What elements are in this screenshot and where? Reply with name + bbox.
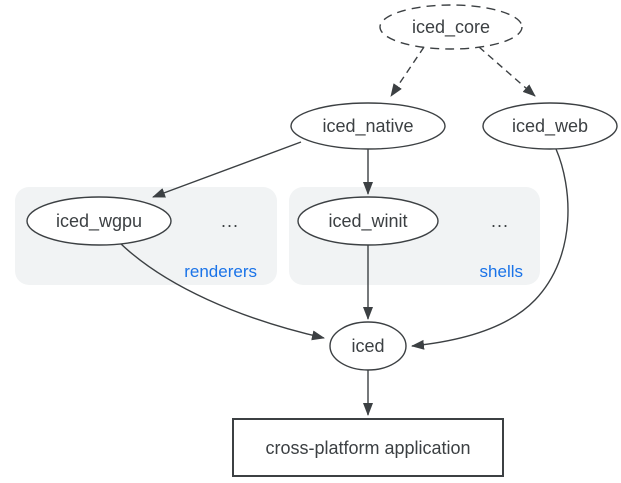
node-cross-platform-application-label: cross-platform application	[265, 438, 470, 458]
group-shells-label: shells	[480, 262, 523, 281]
edge-iced-native-to-iced-wgpu	[152, 141, 302, 198]
node-iced-wgpu-label: iced_wgpu	[56, 211, 142, 232]
node-iced-label: iced	[351, 336, 384, 356]
node-iced-core	[379, 4, 523, 50]
group-renderers-label: renderers	[184, 262, 257, 281]
edge-iced-core-to-iced-web	[478, 46, 536, 97]
node-iced-web-label: iced_web	[512, 116, 588, 137]
edge-iced-web-to-iced	[411, 148, 569, 350]
renderers-ellipsis: ...	[221, 211, 239, 231]
node-iced-wgpu	[26, 196, 172, 246]
node-iced-web	[482, 102, 618, 150]
node-iced-native	[290, 102, 446, 150]
node-iced-core-label: iced_core	[412, 17, 490, 38]
node-iced-native-label: iced_native	[322, 116, 413, 137]
edge-iced-wgpu-to-iced	[119, 242, 325, 341]
shells-ellipsis: ...	[491, 211, 509, 231]
node-cross-platform-application	[232, 418, 504, 477]
node-iced-winit	[297, 196, 439, 246]
node-iced	[329, 321, 407, 371]
edge-iced-core-to-iced-native	[390, 46, 425, 97]
node-iced-winit-label: iced_winit	[328, 211, 407, 232]
